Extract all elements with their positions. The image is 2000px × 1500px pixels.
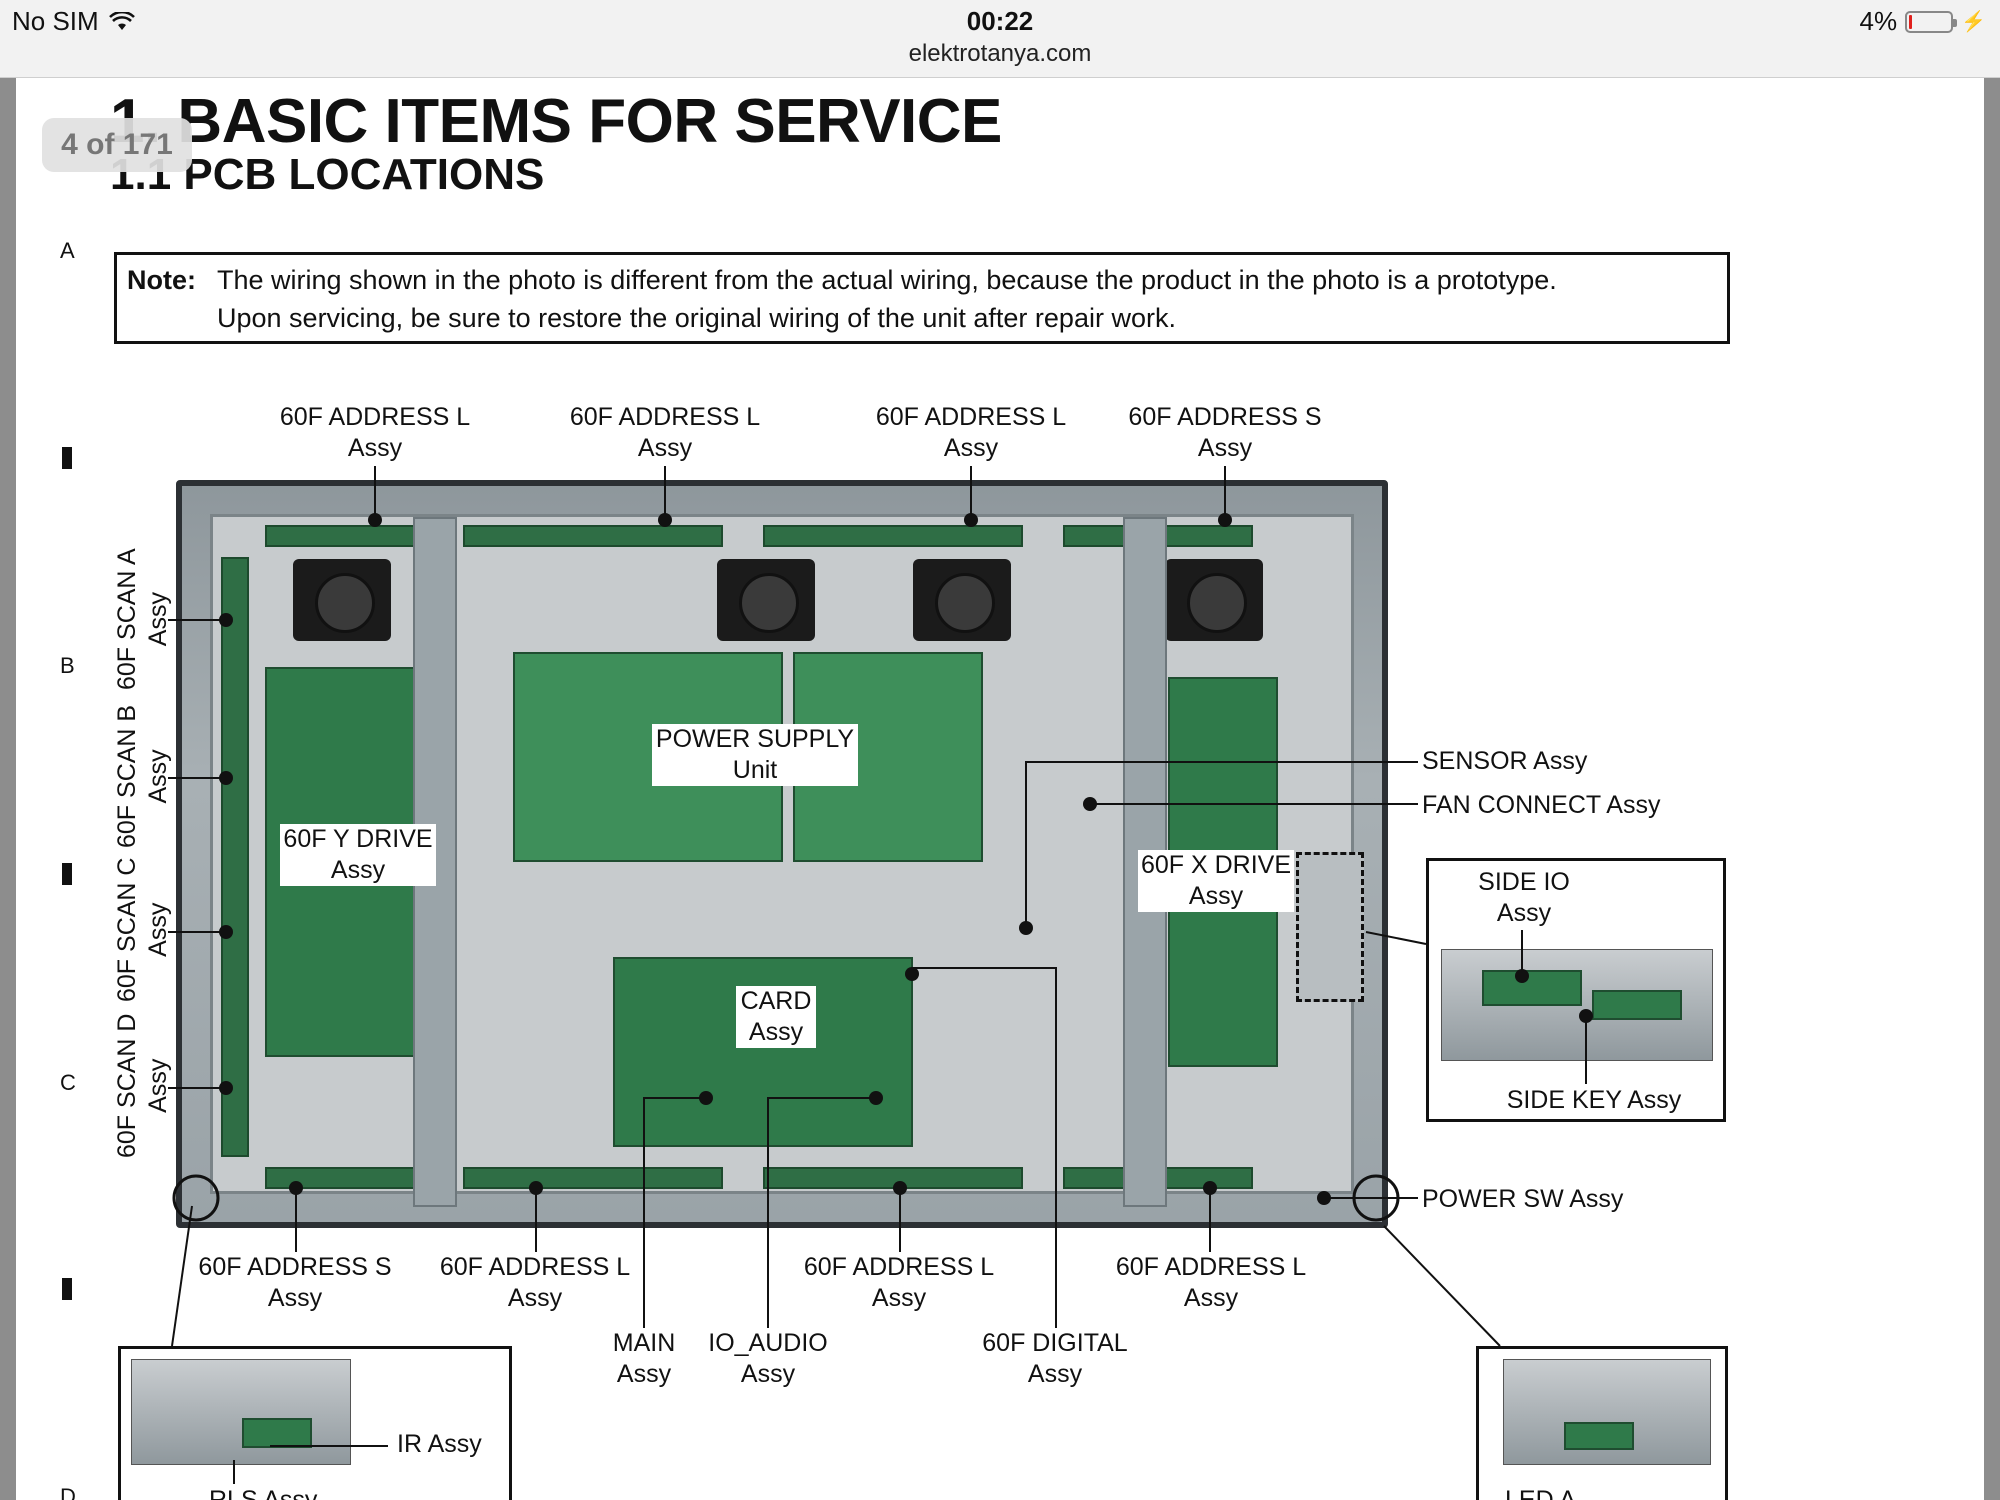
label-fan-connect: FAN CONNECT Assy (1422, 791, 1661, 819)
ir-inset: IR Assy RLS Assy (118, 1346, 512, 1500)
charging-icon: ⚡ (1961, 11, 1986, 33)
battery-icon (1905, 10, 1958, 33)
fan (293, 559, 391, 641)
ir-photo (131, 1359, 351, 1465)
row-letter-c: C (60, 1070, 76, 1095)
address-strip (763, 1167, 1023, 1189)
address-strip (463, 1167, 723, 1189)
row-mark (62, 1278, 72, 1300)
row-mark (62, 863, 72, 885)
address-bar[interactable]: elektrotanya.com (908, 40, 1092, 67)
address-strip (763, 525, 1023, 547)
wifi-icon (108, 11, 135, 30)
label-ir: IR Assy (397, 1430, 482, 1458)
battery-indicator: 4% ⚡ (1860, 6, 1986, 37)
label-power-sw: POWER SW Assy (1422, 1185, 1624, 1213)
page-gutter-left (0, 78, 16, 1500)
clock: 00:22 (966, 6, 1034, 36)
fan (1165, 559, 1263, 641)
page-gutter-right (1984, 78, 2000, 1500)
label-side-key: SIDE KEY Assy (1506, 1086, 1682, 1114)
page-title: 1. BASIC ITEMS FOR SERVICE (110, 87, 1002, 156)
address-strip (463, 525, 723, 547)
row-letter-d: D (60, 1484, 76, 1500)
label-led: LED A (1505, 1486, 1576, 1500)
carrier-label: No SIM (12, 6, 99, 36)
row-mark (62, 447, 72, 469)
status-bar: No SIM 00:22 elektrotanya.com 4% ⚡ (0, 0, 2000, 78)
note-label: Note: (127, 265, 196, 295)
carrier-indicator: No SIM (12, 6, 135, 37)
label-sensor: SENSOR Assy (1422, 747, 1588, 775)
address-strip (265, 525, 415, 547)
side-io-mount-marker (1296, 852, 1364, 1002)
row-letter-a: A (60, 238, 75, 263)
led-board (1564, 1422, 1634, 1450)
note-line-2: Upon servicing, be sure to restore the o… (217, 303, 1176, 333)
note-line-1: The wiring shown in the photo is differe… (217, 265, 1557, 295)
side-io-photo (1441, 949, 1713, 1061)
ir-board (242, 1418, 312, 1448)
label-rls: RLS Assy (209, 1486, 318, 1500)
page-counter: 4 of 171 (42, 118, 192, 172)
fan (913, 559, 1011, 641)
side-io-board (1482, 970, 1582, 1006)
row-letter-b: B (60, 653, 75, 678)
note-box: Note: The wiring shown in the photo is d… (114, 252, 1730, 344)
address-strip (265, 1167, 415, 1189)
fan (717, 559, 815, 641)
scan-strip (221, 557, 249, 1157)
battery-percent: 4% (1859, 6, 1898, 36)
led-inset: LED A (1476, 1346, 1728, 1500)
side-key-board (1592, 990, 1682, 1020)
led-photo (1503, 1359, 1711, 1465)
